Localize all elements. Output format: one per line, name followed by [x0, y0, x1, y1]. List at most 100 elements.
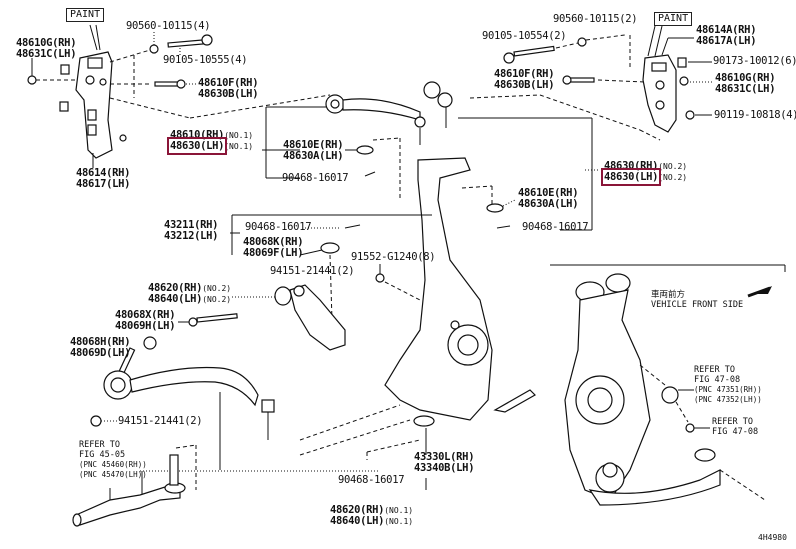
part-label-right-bracket-body[interactable]: 48614A(RH) 48617A(LH) [696, 24, 757, 47]
part-number-rh: 48610E(RH) [283, 139, 344, 151]
paint-tag-left: PAINT [66, 8, 105, 22]
part-number-lh-highlighted: 48630(LH) [166, 137, 228, 155]
part-number-rh: 48610G(RH) [16, 37, 77, 49]
part-number-lh: 43340B(LH) [414, 462, 475, 474]
part-label-left-bolt2[interactable]: 48610F(RH) 48630B(LH) [198, 77, 259, 100]
part-number-rh: 48610F(RH) [198, 77, 259, 89]
part-number-lh: 48631C(LH) [16, 48, 77, 60]
reference-line: REFER TO [694, 365, 735, 375]
part-label-right-bracket[interactable]: 48610G(RH) 48631C(LH) [715, 72, 776, 95]
part-number-rh: 48614(RH) [76, 167, 131, 179]
inset-drawing [493, 264, 786, 506]
tie-rod-drawing [72, 444, 197, 527]
part-label-left-bolt[interactable]: 90105-10555(4) [163, 54, 248, 66]
part-number-rh: 48068H(RH) [70, 336, 131, 348]
paint-tag-right: PAINT [654, 12, 693, 26]
reference-note-sensor-bolt[interactable]: REFER TO FIG 47-08 [712, 417, 758, 437]
right-bracket-drawing [458, 25, 712, 231]
part-label-lower-clip[interactable]: 90468-16017 [338, 474, 405, 486]
part-label-right-bolt3[interactable]: 90119-10818(4) [714, 109, 796, 121]
part-number-lh: 48630A(LH) [518, 198, 579, 210]
reference-line: (PNC 45460(RH)) [79, 460, 147, 469]
arm-number-note: (NO.2) [658, 162, 688, 171]
part-number-lh-highlighted: 48630(LH) [600, 168, 662, 186]
left-fasteners-drawing [109, 32, 331, 119]
lower-arm-no1-drawing [90, 336, 380, 500]
part-label-knuckle-nut[interactable]: 48068K(RH) 48069F(LH) [243, 236, 304, 259]
reference-line: REFER TO [712, 417, 753, 427]
reference-line: (PNC 47351(RH)) [694, 385, 762, 394]
ball-joint-drawing [299, 404, 435, 490]
part-number-rh: 48610E(RH) [518, 187, 579, 199]
part-label-lower-nut[interactable]: 94151-21441(2) [270, 265, 355, 277]
part-number-lh: 48069D(LH) [70, 347, 131, 359]
upper-arm-drawing [262, 81, 453, 200]
part-label-clip-left[interactable]: 90468-16017 [282, 172, 349, 184]
part-number-rh: 48620(RH) [148, 282, 203, 294]
part-number-lh: 48069H(LH) [115, 320, 176, 332]
arm-number-note: (NO.1) [224, 142, 254, 151]
part-label-knuckle-bolt[interactable]: 91552-G1240(8) [351, 251, 436, 263]
part-number-lh: 48069F(LH) [243, 247, 304, 259]
part-number-rh: 48610(RH) [170, 129, 225, 141]
part-number-lh: 48617(LH) [76, 178, 131, 190]
part-label-knuckle[interactable]: 43211(RH) 43212(LH) [164, 219, 219, 242]
part-label-left-bracket-body[interactable]: 48614(RH) 48617(LH) [76, 167, 131, 190]
part-label-lower-nut2[interactable]: 94151-21441(2) [118, 415, 203, 427]
direction-label-jp: 車両前方 [651, 290, 686, 300]
part-number-lh: 43212(LH) [164, 230, 219, 242]
part-label-lower-bolt2[interactable]: 48068H(RH) 48069D(LH) [70, 336, 131, 359]
part-number-lh: 48630B(LH) [494, 79, 555, 91]
part-number-rh: 48068K(RH) [243, 236, 304, 248]
lower-arm-no2-drawing [178, 284, 346, 351]
part-number-lh: 48640(LH) [148, 293, 203, 305]
part-label-lower-bolt[interactable]: 48068X(RH) 48069H(LH) [115, 309, 176, 332]
part-label-ball-joint[interactable]: 43330L(RH) 43340B(LH) [414, 451, 475, 474]
part-number-rh: 48630(RH) [604, 160, 659, 172]
part-label-lower-arm-no2[interactable]: 48620(RH)(NO.2) 48640(LH)(NO.2) [148, 283, 231, 305]
part-label-right-nut[interactable]: 90560-10115(2) [553, 13, 638, 25]
arm-number-note: (NO.2) [202, 295, 232, 304]
part-number-rh: 48614A(RH) [696, 24, 757, 36]
arm-number-note: (NO.2) [658, 173, 688, 182]
part-label-upper-arm-no2[interactable]: 48630(RH)(NO.2) 48630(LH)(NO.2) [600, 160, 688, 186]
part-label-clip-right[interactable]: 90468-16017 [522, 221, 589, 233]
arm-number-note: (NO.1) [384, 517, 414, 526]
part-label-lower-arm-no1[interactable]: 48620(RH)(NO.1) 48640(LH)(NO.1) [330, 505, 413, 527]
part-number-rh: 43330L(RH) [414, 451, 475, 463]
arm-number-note: (NO.1) [224, 131, 254, 140]
reference-line: (PNC 45470(LH)) [79, 470, 147, 479]
reference-line: (PNC 47352(LH)) [694, 395, 762, 404]
part-label-upper-bushing-left[interactable]: 48610E(RH) 48630A(LH) [283, 139, 344, 162]
part-label-knuckle-clip[interactable]: 90468-16017 [245, 221, 312, 233]
arm-number-note: (NO.2) [202, 284, 232, 293]
part-label-right-bolt[interactable]: 90105-10554(2) [482, 30, 567, 42]
part-number-rh: 48068X(RH) [115, 309, 176, 321]
left-bracket-drawing [27, 24, 127, 168]
reference-line: FIG 47-08 [694, 375, 741, 385]
figure-id: 4H4980 [758, 533, 787, 542]
part-number-rh: 48610G(RH) [715, 72, 776, 84]
part-label-upper-arm-no1[interactable]: 48610(RH)(NO.1) 48630(LH)(NO.1) [166, 129, 254, 155]
part-label-left-nut[interactable]: 90560-10115(4) [126, 20, 211, 32]
reference-note-sensor[interactable]: REFER TO FIG 47-08 (PNC 47351(RH)) (PNC … [694, 365, 762, 405]
direction-label-en: VEHICLE FRONT SIDE [651, 300, 744, 310]
part-label-right-clip[interactable]: 90173-10012(6) [713, 55, 796, 67]
part-label-left-bracket[interactable]: 48610G(RH) 48631C(LH) [16, 37, 77, 60]
part-number-rh: 43211(RH) [164, 219, 219, 231]
part-label-right-bolt2[interactable]: 48610F(RH) 48630B(LH) [494, 68, 555, 91]
arm-number-note: (NO.1) [384, 506, 414, 515]
part-number-rh: 48620(RH) [330, 504, 385, 516]
vehicle-front-side-note: 車両前方 VEHICLE FRONT SIDE [651, 290, 743, 310]
part-number-lh: 48630A(LH) [283, 150, 344, 162]
reference-line: FIG 45-05 [79, 450, 126, 460]
part-number-rh: 48610F(RH) [494, 68, 555, 80]
part-number-lh: 48617A(LH) [696, 35, 757, 47]
reference-note-tie-rod[interactable]: REFER TO FIG 45-05 (PNC 45460(RH)) (PNC … [79, 440, 147, 480]
knuckle-drawing [230, 157, 493, 421]
part-number-lh: 48640(LH) [330, 515, 385, 527]
part-number-lh: 48631C(LH) [715, 83, 776, 95]
part-label-upper-bushing-right[interactable]: 48610E(RH) 48630A(LH) [518, 187, 579, 210]
